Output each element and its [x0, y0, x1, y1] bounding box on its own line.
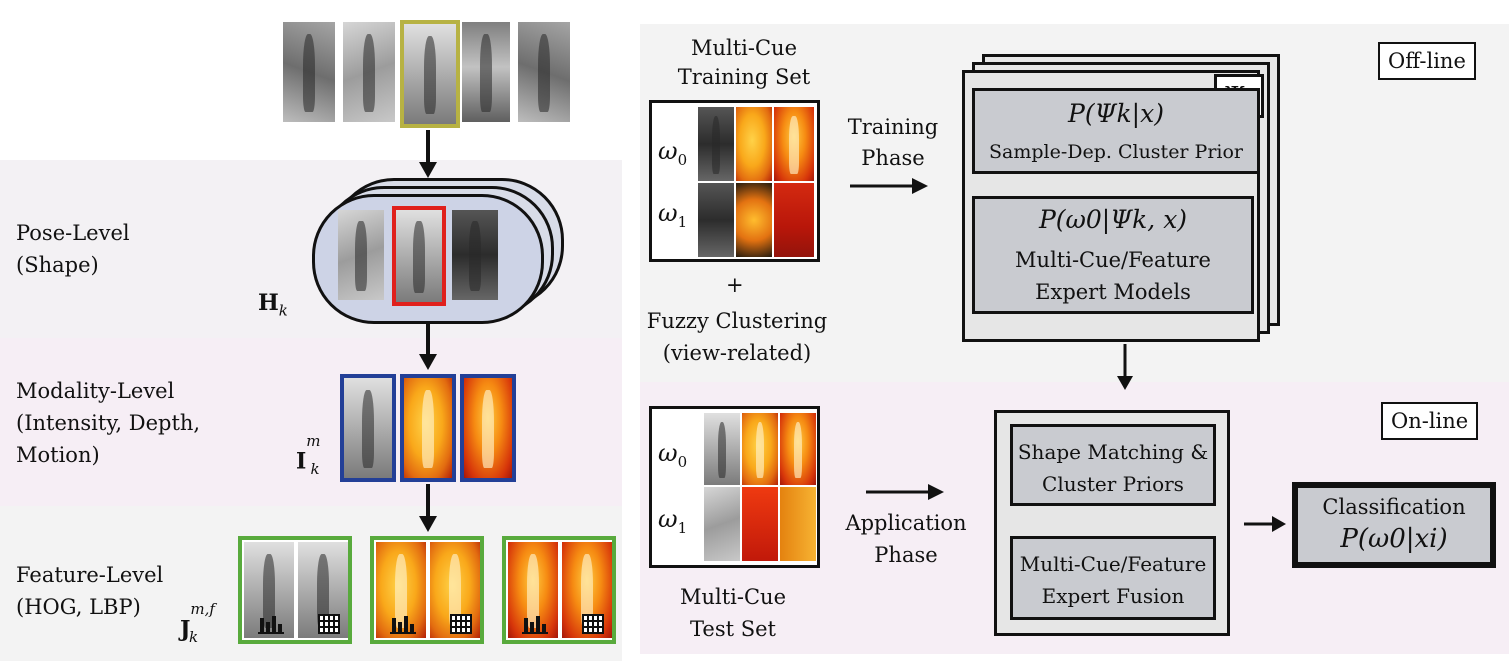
pose-symbol: Hk: [258, 290, 288, 320]
shape-matching-line2: Cluster Priors: [1042, 472, 1184, 496]
histogram-icon: [390, 614, 416, 634]
feature-group-intensity: [238, 536, 352, 644]
training-sample-intensity: [698, 107, 734, 181]
test-negative-depth: [742, 487, 778, 561]
down-arrow-icon: [419, 484, 437, 532]
modality-level-band: [0, 338, 622, 506]
omega0-label: ω0: [658, 439, 688, 471]
training-set-title: Multi-Cue: [690, 36, 797, 60]
expert-fusion-line2: Expert Fusion: [1041, 584, 1185, 608]
expert-models-box: P(ω0|Ψk, x) Multi-Cue/Feature Expert Mod…: [972, 196, 1254, 314]
test-set-title-cont: Test Set: [690, 617, 776, 641]
training-phase-label-cont: Phase: [861, 146, 925, 170]
offline-label: Off-line: [1378, 42, 1476, 80]
right-arrow-icon: [1244, 516, 1286, 532]
grid-icon: [318, 614, 340, 634]
pedestrian-thumbnail: [283, 22, 335, 122]
histogram-icon: [522, 614, 548, 634]
intensity-modality-thumbnail: [340, 374, 396, 482]
hog-feature-thumbnail: [244, 542, 294, 638]
right-arrow-icon: [866, 484, 944, 500]
training-set-box: ω0 ω1: [649, 100, 820, 262]
selected-pedestrian-thumbnail: [400, 20, 460, 128]
modality-symbol: Imk: [296, 432, 321, 478]
cluster-prior-formula: P(Ψk|x): [1068, 99, 1164, 128]
training-negative-intensity: [698, 183, 734, 257]
plus-sign: +: [726, 273, 744, 297]
feature-group-depth: [370, 536, 484, 644]
modality-level-title: Modality-Level: [16, 379, 175, 403]
classification-label: Classification: [1322, 495, 1466, 519]
application-phase-label: Application: [845, 511, 967, 535]
test-negative-intensity: [704, 487, 740, 561]
test-set-box: ω0 ω1: [649, 406, 820, 568]
pedestrian-thumbnail: [518, 22, 570, 122]
cluster-prior-box: P(Ψk|x) Sample-Dep. Cluster Prior: [972, 88, 1260, 174]
training-sample-motion: [774, 107, 814, 181]
expert-models-line2: Expert Models: [1035, 280, 1191, 304]
omega1-label: ω1: [658, 505, 688, 537]
feature-level-subtitle: (HOG, LBP): [16, 595, 141, 619]
omega1-label: ω1: [658, 199, 688, 231]
pose-exemplar-thumbnail: [338, 210, 384, 300]
expert-fusion-line1: Multi-Cue/Feature: [1019, 552, 1207, 576]
omega0-label: ω0: [658, 137, 688, 169]
training-phase-label: Training: [847, 115, 939, 139]
pose-exemplar-thumbnail: [452, 210, 498, 300]
modality-level-subtitle: (Intensity, Depth,: [16, 411, 201, 435]
training-negative-motion: [774, 183, 814, 257]
cluster-prior-caption: Sample-Dep. Cluster Prior: [988, 141, 1244, 163]
pose-exemplar-thumbnail: [392, 206, 446, 306]
pose-level-subtitle: (Shape): [16, 253, 99, 277]
shape-matching-line1: Shape Matching &: [1017, 440, 1209, 464]
classification-box: Classification P(ω0|xi): [1292, 482, 1496, 568]
shape-matching-box: Shape Matching & Cluster Priors: [1010, 424, 1216, 506]
right-arrow-icon: [850, 178, 928, 194]
pose-level-title: Pose-Level: [16, 221, 130, 245]
grid-icon: [450, 614, 472, 634]
modality-level-subtitle-cont: Motion): [16, 443, 100, 467]
test-sample-intensity: [704, 413, 740, 485]
histogram-icon: [258, 614, 284, 634]
training-negative-depth: [736, 183, 772, 257]
fuzzy-clustering-sublabel: (view-related): [662, 341, 812, 365]
online-label: On-line: [1381, 402, 1479, 440]
motion-modality-thumbnail: [460, 374, 516, 482]
grid-icon: [582, 614, 604, 634]
test-negative-motion: [780, 487, 816, 561]
feature-level-title: Feature-Level: [16, 563, 164, 587]
test-sample-depth: [742, 413, 778, 485]
application-phase-label-cont: Phase: [874, 543, 938, 567]
training-set-title-cont: Training Set: [677, 65, 811, 89]
hog-feature-thumbnail: [376, 542, 426, 638]
expert-fusion-box: Multi-Cue/Feature Expert Fusion: [1010, 536, 1216, 620]
down-arrow-icon: [1117, 344, 1133, 390]
pedestrian-thumbnail: [462, 22, 510, 122]
training-sample-depth: [736, 107, 772, 181]
feature-symbol: Jm,fk: [180, 600, 215, 646]
down-arrow-icon: [419, 322, 437, 370]
expert-models-line1: Multi-Cue/Feature: [1015, 248, 1211, 272]
fuzzy-clustering-label: Fuzzy Clustering: [646, 309, 828, 333]
test-set-title: Multi-Cue: [679, 585, 786, 609]
depth-modality-thumbnail: [400, 374, 456, 482]
expert-models-formula: P(ω0|Ψk, x): [1038, 205, 1188, 234]
hog-feature-thumbnail: [508, 542, 558, 638]
feature-group-motion: [502, 536, 616, 644]
test-sample-motion: [780, 413, 816, 485]
down-arrow-icon: [419, 130, 437, 178]
classification-formula: P(ω0|xi): [1340, 524, 1448, 554]
pedestrian-thumbnail: [343, 22, 395, 122]
